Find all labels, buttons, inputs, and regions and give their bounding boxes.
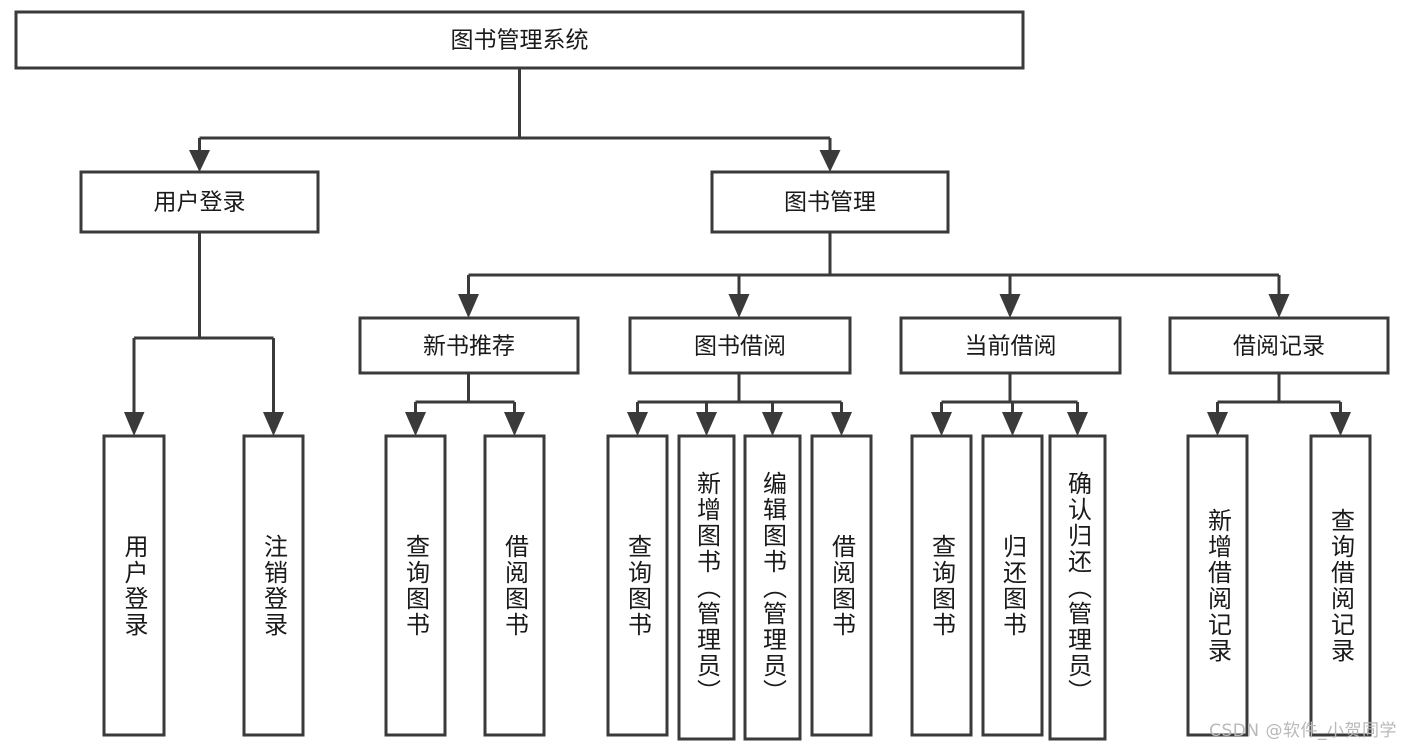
arrow-head-leaf-logout — [263, 412, 284, 436]
node-new-book-recommend-rect[interactable] — [358, 316, 580, 375]
node-current-borrow-rect[interactable] — [899, 316, 1122, 375]
leaf-rect-user-login[interactable] — [102, 434, 166, 737]
arrow-head-user-login — [189, 150, 210, 172]
connector-group-borrow-record — [1207, 373, 1351, 436]
arrow-head-leaf-query-book-2 — [627, 412, 648, 436]
node-book-borrow-label: 图书借阅 — [694, 334, 786, 360]
arrow-head-leaf-return-book — [1002, 412, 1023, 436]
node-user-login-rect[interactable] — [79, 170, 320, 234]
arrow-head-leaf-user-login — [124, 412, 145, 436]
node-root[interactable]: 图书管理系统 — [14, 10, 1025, 70]
connector-group-book-borrow — [627, 373, 852, 436]
leaf-rect-borrow-book-newbook[interactable] — [483, 434, 546, 737]
arrow-head-leaf-add-book — [696, 412, 717, 436]
watermark-text: CSDN @软件_小贺同学 — [1209, 721, 1397, 741]
leaf-rect-edit-book-admin[interactable] — [743, 434, 802, 741]
arrow-head-leaf-add-record — [1207, 412, 1228, 436]
node-new-book-recommend-label: 新书推荐 — [423, 334, 515, 360]
arrow-head-borrow-record — [1268, 294, 1290, 318]
arrow-head-leaf-query-record — [1330, 412, 1351, 436]
node-book-borrow[interactable]: 图书借阅 — [628, 316, 852, 375]
connector-group-current-borrow — [931, 373, 1088, 436]
node-current-borrow-label: 当前借阅 — [965, 334, 1057, 360]
leaf-rect-logout[interactable] — [242, 434, 305, 737]
leaf-box-group — [102, 434, 1372, 741]
leaf-rect-add-book-admin[interactable] — [677, 434, 736, 741]
arrow-head-new-book — [458, 294, 479, 318]
arrow-head-leaf-query-book-3 — [931, 412, 952, 436]
node-user-login[interactable]: 用户登录 — [79, 170, 320, 234]
arrow-head-leaf-query-book-1 — [405, 412, 426, 436]
node-book-manage-label: 图书管理 — [784, 190, 876, 216]
arrow-head-book-manage — [819, 150, 841, 172]
arrow-head-leaf-borrow-book-1 — [504, 412, 525, 436]
arrow-head-current-borrow — [999, 294, 1021, 318]
connector-group-book-manage — [458, 232, 1290, 318]
arrow-head-leaf-borrow-book-2 — [831, 412, 852, 436]
node-borrow-record-rect[interactable] — [1168, 316, 1390, 375]
node-borrow-record-label: 借阅记录 — [1233, 334, 1325, 360]
node-book-manage-rect[interactable] — [710, 170, 950, 234]
node-current-borrow[interactable]: 当前借阅 — [899, 316, 1122, 375]
connector-group-root — [189, 68, 841, 172]
arrow-head-leaf-confirm-return — [1067, 412, 1088, 436]
connector-group-user-login — [124, 232, 284, 436]
leaf-rect-return-book[interactable] — [981, 434, 1044, 737]
leaf-rect-borrow-book-borrow[interactable] — [810, 434, 873, 737]
node-root-label: 图书管理系统 — [451, 28, 589, 54]
connector-group-new-book — [405, 373, 525, 436]
node-root-rect[interactable] — [14, 10, 1025, 70]
arrow-head-leaf-edit-book — [762, 412, 783, 436]
node-book-borrow-rect[interactable] — [628, 316, 852, 375]
leaf-rect-query-book-borrow[interactable] — [606, 434, 669, 737]
arrow-head-book-borrow — [728, 294, 750, 318]
leaf-rect-query-book-current[interactable] — [910, 434, 973, 737]
node-new-book-recommend[interactable]: 新书推荐 — [358, 316, 580, 375]
leaf-rect-query-borrow-record[interactable] — [1309, 434, 1372, 737]
leaf-rect-add-borrow-record[interactable] — [1186, 434, 1249, 737]
leaf-rect-query-book-newbook[interactable] — [384, 434, 447, 737]
node-book-manage[interactable]: 图书管理 — [710, 170, 950, 234]
node-borrow-record[interactable]: 借阅记录 — [1168, 316, 1390, 375]
node-user-login-label: 用户登录 — [154, 190, 246, 216]
leaf-rect-confirm-return-admin[interactable] — [1048, 434, 1107, 741]
